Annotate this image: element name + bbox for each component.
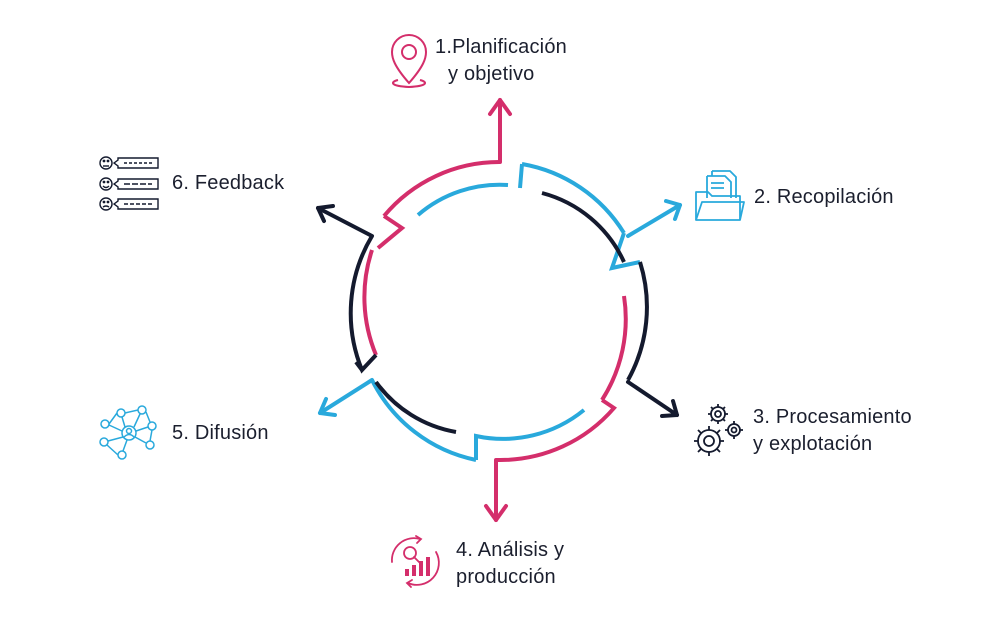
arrow-to-step-3 xyxy=(626,380,679,418)
ring-step-blue-top xyxy=(518,163,524,189)
feedback-faces-icon xyxy=(99,156,159,211)
ring-segment-blue-top xyxy=(521,162,626,235)
ring-step-blue-right xyxy=(608,232,641,271)
step-3-line-1: 3. Procesamiento xyxy=(753,406,912,428)
step-1-label: 1.Planificación y objetivo xyxy=(435,34,567,88)
ring-segment-navy-right xyxy=(626,261,649,381)
location-pin-icon xyxy=(390,34,428,89)
ring-step-blue-bottom xyxy=(474,408,586,460)
arrow-to-step-1 xyxy=(488,98,512,164)
step-5-line-1: 5. Difusión xyxy=(172,422,269,444)
ring-step-navy-left xyxy=(354,360,364,372)
arrow-to-step-2 xyxy=(626,199,682,238)
ring-step-pink-top xyxy=(376,214,406,250)
analytics-chart-icon xyxy=(391,535,440,588)
step-2-line-1: 2. Recopilación xyxy=(754,186,894,208)
inner-arc-navy xyxy=(541,191,626,263)
ring-segment-pink-left xyxy=(362,249,378,356)
ring-step-pink-right xyxy=(496,398,617,463)
ring-segment-pink-right xyxy=(600,295,628,402)
step-4-label: 4. Análisis y producción xyxy=(456,537,564,591)
step-3-label: 3. Procesamiento y explotación xyxy=(753,404,912,458)
network-people-icon xyxy=(99,405,157,460)
ring-segment-navy-left xyxy=(348,234,378,374)
inner-arc-navy-bottom xyxy=(374,380,457,434)
ring-segment-blue-bottom xyxy=(370,379,477,462)
arrow-to-step-5 xyxy=(318,378,374,417)
step-1-line-1: 1.Planificación xyxy=(435,36,567,58)
step-4-line-2: producción xyxy=(456,566,556,588)
arrow-to-step-4 xyxy=(484,458,508,522)
step-1-line-2: y objetivo xyxy=(448,63,535,85)
gears-icon xyxy=(694,404,743,456)
step-4-line-1: 4. Análisis y xyxy=(456,539,565,561)
step-5-label: 5. Difusión xyxy=(172,420,269,447)
step-6-line-1: 6. Feedback xyxy=(172,172,285,194)
ring-segment-pink-top xyxy=(382,159,501,218)
step-3-line-2: y explotación xyxy=(753,433,873,455)
step-6-label: 6. Feedback xyxy=(172,170,284,197)
arrow-to-step-6 xyxy=(316,204,374,238)
step-2-label: 2. Recopilación xyxy=(754,184,894,211)
inner-arc-blue xyxy=(416,182,509,217)
folder-documents-icon xyxy=(695,170,745,221)
